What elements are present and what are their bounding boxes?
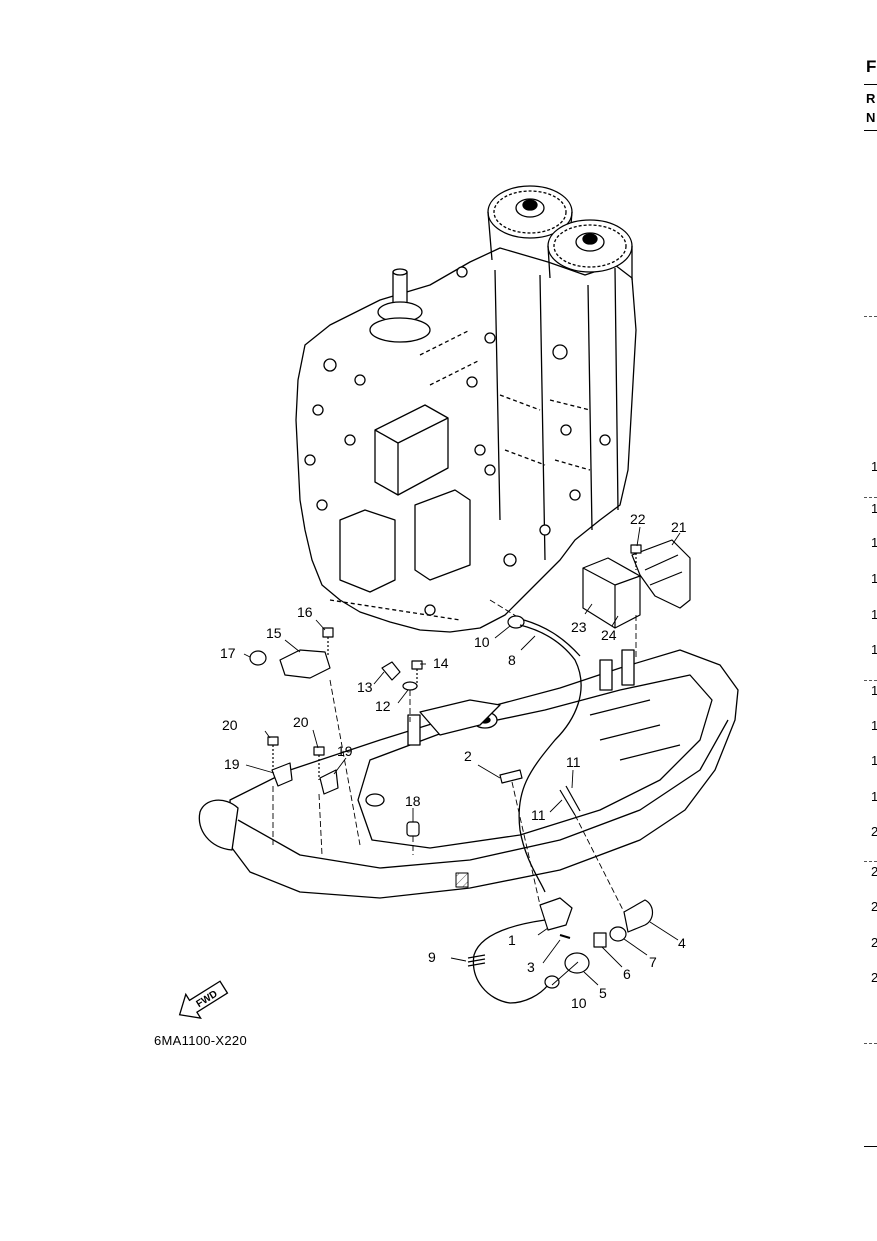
- edge-row-number: 1: [871, 607, 877, 622]
- edge-rule: [864, 680, 877, 681]
- control-unit-23: [582, 557, 641, 629]
- callout-10-lower: 10: [571, 995, 587, 1011]
- fitting-6: [593, 932, 607, 948]
- edge-row-number: 1: [871, 718, 877, 733]
- callout-11-lower: 11: [531, 807, 546, 823]
- callout-3: 3: [527, 959, 535, 975]
- edge-row-number: 1: [871, 642, 877, 657]
- callout-24: 24: [601, 627, 617, 643]
- grommet-10-lower: [544, 975, 560, 989]
- hose-lower: [472, 919, 549, 1004]
- edge-row-number: 1: [871, 501, 877, 516]
- callout-18: 18: [405, 793, 421, 809]
- oring-7: [609, 926, 627, 942]
- callout-20-right: 20: [293, 714, 309, 730]
- adapter-4: [623, 899, 654, 933]
- callout-5: 5: [599, 985, 607, 1001]
- crankshaft-top: [369, 268, 431, 343]
- screw-11: [559, 785, 581, 816]
- callout-10-upper: 10: [474, 634, 490, 650]
- bolt-22: [630, 544, 642, 570]
- cap-18: [406, 821, 420, 837]
- edge-row-number: 1: [871, 753, 877, 768]
- hose-8: [518, 624, 582, 893]
- callout-15: 15: [266, 625, 282, 641]
- clamp-19-left: [271, 762, 293, 787]
- bolt-20-left: [267, 736, 279, 770]
- callout-7: 7: [649, 954, 657, 970]
- edge-row-number: 1: [871, 459, 877, 474]
- edge-row-number: 2: [871, 824, 877, 839]
- bolt-16: [322, 627, 334, 655]
- edge-row-number: 2: [871, 899, 877, 914]
- edge-rule: [864, 84, 877, 85]
- grommet-1: [539, 897, 573, 931]
- grommet-10-upper: [507, 615, 525, 629]
- fwd-arrow-icon: FWD: [178, 980, 229, 1019]
- edge-row-number: 1: [871, 789, 877, 804]
- callout-13: 13: [357, 679, 373, 695]
- band-9: [467, 954, 486, 967]
- edge-rule: [864, 497, 877, 498]
- edge-row-number: 1: [871, 571, 877, 586]
- edge-header-char-3: N: [866, 110, 876, 125]
- callout-2: 2: [464, 748, 472, 764]
- edge-rule: [864, 861, 877, 862]
- callout-4: 4: [678, 935, 686, 951]
- edge-header-char-2: R: [866, 91, 876, 106]
- edge-row-number: 2: [871, 864, 877, 879]
- callout-22: 22: [630, 511, 646, 527]
- callout-17: 17: [220, 645, 236, 661]
- callout-19-right: 19: [337, 743, 353, 759]
- cam-pulley-right: [547, 219, 633, 280]
- assembly-lines: [272, 599, 637, 913]
- edge-rule: [864, 1043, 877, 1044]
- callout-6: 6: [623, 966, 631, 982]
- bolt-20-right: [313, 746, 325, 780]
- clip-13: [381, 661, 401, 681]
- edge-row-number: 2: [871, 935, 877, 950]
- callout-11-upper: 11: [566, 754, 581, 770]
- clamp-19-right: [319, 769, 339, 795]
- callout-labels: 1 2 3 4 5 6 7 8 9 10 10 11 11 12 13 14 1…: [220, 511, 687, 1011]
- callout-8: 8: [508, 652, 516, 668]
- edge-header-char-1: F: [866, 57, 877, 76]
- callout-14: 14: [433, 655, 449, 671]
- edge-rule: [864, 316, 877, 317]
- edge-row-number: 2: [871, 970, 877, 985]
- bracket-21: [631, 539, 691, 609]
- clip-3: [559, 934, 571, 939]
- callout-9: 9: [428, 949, 436, 965]
- callout-23: 23: [571, 619, 587, 635]
- edge-row-number: 1: [871, 683, 877, 698]
- bolt-14: [411, 660, 423, 688]
- engine-block: [295, 185, 637, 633]
- bottom-cowling: [198, 649, 739, 899]
- part-2: [499, 769, 523, 784]
- callout-12: 12: [375, 698, 391, 714]
- edge-rule: [864, 1146, 877, 1147]
- nut-17: [249, 650, 267, 666]
- leader-lines: [243, 526, 681, 986]
- edge-row-number: 1: [871, 535, 877, 550]
- reference-code: 6MA1100-X220: [154, 1033, 247, 1048]
- callout-21: 21: [671, 519, 687, 535]
- cam-pulley-left: [487, 185, 573, 263]
- callout-1: 1: [508, 932, 516, 948]
- holder-15: [279, 649, 331, 679]
- callout-16: 16: [297, 604, 313, 620]
- edge-rule: [864, 130, 877, 131]
- washer-12: [402, 681, 418, 691]
- callout-19-left: 19: [224, 756, 240, 772]
- callout-20-left: 20: [222, 717, 238, 733]
- parts: [249, 539, 691, 1004]
